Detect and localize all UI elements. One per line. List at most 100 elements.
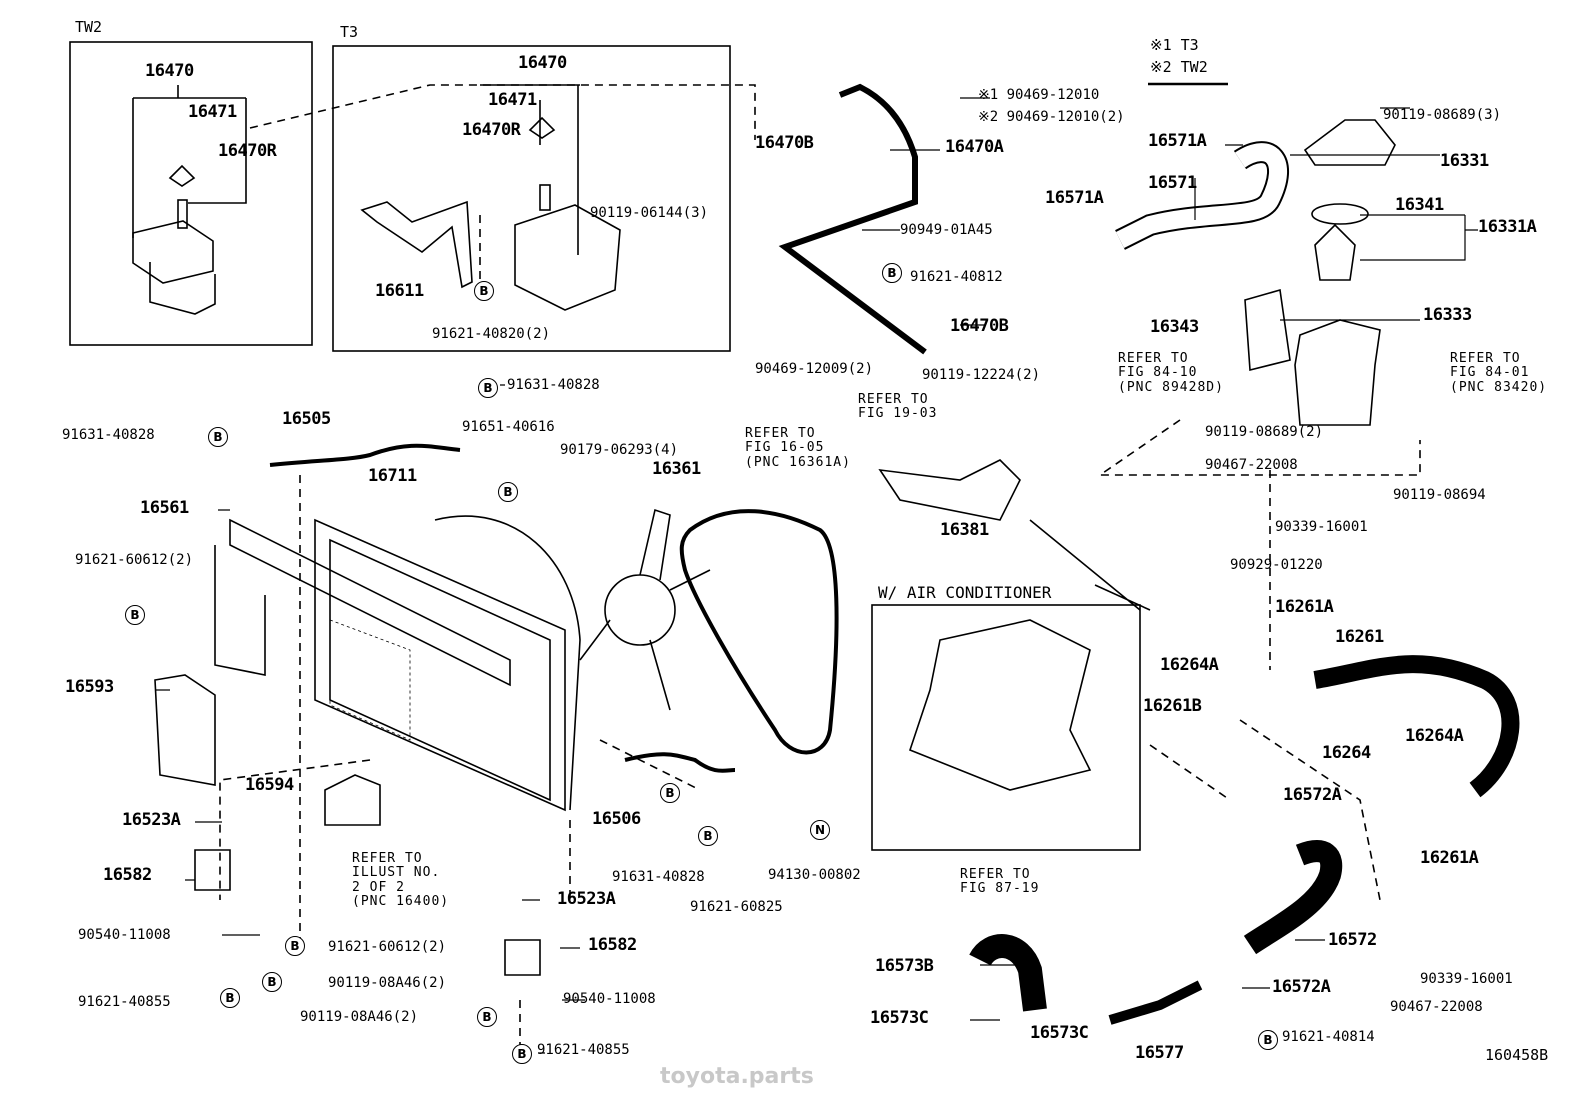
part-number-label: 16571A bbox=[1148, 131, 1207, 151]
part-number-label: 16523A bbox=[557, 889, 616, 909]
bolt-callout-symbol: B bbox=[698, 826, 718, 846]
ac-inset-box bbox=[871, 604, 1141, 851]
part-number-label: 16470R bbox=[218, 141, 277, 161]
part-number-label: 91621-60612(2) bbox=[75, 552, 194, 568]
hose-16572 bbox=[1243, 840, 1343, 955]
tw2-inset-box bbox=[69, 41, 313, 346]
part-number-label: 16264A bbox=[1160, 655, 1219, 675]
part-number-label: 16572 bbox=[1328, 930, 1377, 950]
leader-lines bbox=[155, 97, 1478, 1054]
part-number-label: 90119-08A46(2) bbox=[328, 975, 447, 991]
ac-bracket bbox=[909, 619, 1092, 791]
part-number-label: 16261B bbox=[1143, 696, 1202, 716]
part-number-label: 91631-40828 bbox=[507, 377, 600, 393]
bracket-16381 bbox=[878, 459, 1021, 521]
reference-note: REFER TO FIG 16-05 (PNC 16361A) bbox=[745, 426, 851, 470]
part-number-label: 90119-12224(2) bbox=[922, 367, 1041, 383]
bolt-callout-symbol: B bbox=[498, 482, 518, 502]
hose-16470A bbox=[778, 83, 927, 355]
part-number-label: 16470 bbox=[145, 61, 194, 81]
bolt-callout-symbol: B bbox=[285, 936, 305, 956]
part-number-label: 90929-01220 bbox=[1230, 557, 1323, 573]
part-number-label: 90119-08689(2) bbox=[1205, 424, 1324, 440]
part-number-label: 91621-40855 bbox=[78, 994, 171, 1010]
part-number-label: 90339-16001 bbox=[1275, 519, 1368, 535]
dashed-leaders bbox=[219, 84, 1421, 1050]
part-number-label: 91651-40616 bbox=[462, 419, 555, 435]
section-title-ac: W/ AIR CONDITIONER bbox=[878, 583, 1052, 602]
part-number-label: 16264A bbox=[1405, 726, 1464, 746]
bolt-callout-symbol: B bbox=[208, 427, 228, 447]
part-number-label: 16573B bbox=[875, 956, 934, 976]
part-number-label: 16331A bbox=[1478, 217, 1537, 237]
part-number-label: 16573C bbox=[1030, 1023, 1089, 1043]
part-number-label: 16571 bbox=[1148, 173, 1197, 193]
part-number-label: 16506 bbox=[592, 809, 641, 829]
part-number-label: 90119-08A46(2) bbox=[300, 1009, 419, 1025]
fan-16361 bbox=[579, 508, 711, 711]
part-number-label: 16611 bbox=[375, 281, 424, 301]
part-number-label: 16470A bbox=[945, 137, 1004, 157]
pipe-16506 bbox=[624, 752, 736, 773]
bolt-callout-symbol: B bbox=[478, 378, 498, 398]
part-number-label: 90119-08689(3) bbox=[1383, 107, 1502, 123]
part-number-label: 16261A bbox=[1420, 848, 1479, 868]
part-number-label: 91621-40855 bbox=[537, 1042, 630, 1058]
part-number-label: 90467-22008 bbox=[1390, 999, 1483, 1015]
part-number-label: 16593 bbox=[65, 677, 114, 697]
part-number-label: 16471 bbox=[488, 90, 537, 110]
part-number-label: 90119-08694 bbox=[1393, 487, 1486, 503]
bolt-callout-symbol: B bbox=[660, 783, 680, 803]
part-number-label: 16573C bbox=[870, 1008, 929, 1028]
part-number-label: 16577 bbox=[1135, 1043, 1184, 1063]
part-number-label: ※1 90469-12010 bbox=[978, 87, 1100, 103]
part-number-label: 16381 bbox=[940, 520, 989, 540]
pipe-16577 bbox=[1108, 980, 1203, 1025]
nut-callout-symbol: N bbox=[810, 820, 830, 840]
thermostat-parts bbox=[1244, 119, 1396, 426]
reference-note: REFER TO FIG 84-10 (PNC 89428D) bbox=[1118, 351, 1224, 395]
part-number-label: 94130-00802 bbox=[768, 867, 861, 883]
part-number-label: 91621-60612(2) bbox=[328, 939, 447, 955]
bracket-16611 bbox=[360, 200, 473, 289]
part-number-label: 16470R bbox=[462, 120, 521, 140]
reservoir-t3 bbox=[480, 84, 621, 311]
bolt-callout-symbol: B bbox=[512, 1044, 532, 1064]
part-number-label: 16505 bbox=[282, 409, 331, 429]
part-number-label: 16711 bbox=[368, 466, 417, 486]
part-number-label: 16571A bbox=[1045, 188, 1104, 208]
part-number-label: 16361 bbox=[652, 459, 701, 479]
part-number-label: 16523A bbox=[122, 810, 181, 830]
part-number-label: 90469-12009(2) bbox=[755, 361, 874, 377]
part-number-label: 16561 bbox=[140, 498, 189, 518]
part-number-label: 91631-40828 bbox=[612, 869, 705, 885]
reference-note: REFER TO ILLUST NO. 2 OF 2 (PNC 16400) bbox=[352, 851, 450, 909]
part-number-label: 16341 bbox=[1395, 195, 1444, 215]
part-number-label: 16470B bbox=[755, 133, 814, 153]
part-number-label: 16470B bbox=[950, 316, 1009, 336]
part-number-label: 16261 bbox=[1335, 627, 1384, 647]
part-number-label: 90949-01A45 bbox=[900, 222, 993, 238]
part-number-label: 90119-06144(3) bbox=[590, 205, 709, 221]
reference-note: REFER TO FIG 84-01 (PNC 83420) bbox=[1450, 351, 1548, 395]
t3-inset-box bbox=[332, 45, 731, 352]
reservoir-tw2 bbox=[132, 85, 247, 315]
legend-item-2: ※2 TW2 bbox=[1150, 58, 1208, 76]
bolt-callout-symbol: B bbox=[477, 1007, 497, 1027]
part-number-label: 91621-60825 bbox=[690, 899, 783, 915]
part-number-label: 91621-40820(2) bbox=[432, 326, 551, 342]
reference-note: REFER TO FIG 19-03 bbox=[858, 392, 938, 422]
part-number-label: 90540-11008 bbox=[563, 991, 656, 1007]
part-number-label: 16582 bbox=[588, 935, 637, 955]
part-number-label: 90540-11008 bbox=[78, 927, 171, 943]
bolt-callout-symbol: B bbox=[882, 263, 902, 283]
hose-16261 bbox=[1313, 655, 1520, 798]
part-number-label: 91621-40812 bbox=[910, 269, 1003, 285]
bolt-callout-symbol: B bbox=[1258, 1030, 1278, 1050]
part-number-label: 16582 bbox=[103, 865, 152, 885]
figure-code: 160458B bbox=[1485, 1046, 1549, 1064]
part-number-label: 90339-16001 bbox=[1420, 971, 1513, 987]
part-number-label: 16331 bbox=[1440, 151, 1489, 171]
part-number-label: 16333 bbox=[1423, 305, 1472, 325]
part-number-label: 16261A bbox=[1275, 597, 1334, 617]
